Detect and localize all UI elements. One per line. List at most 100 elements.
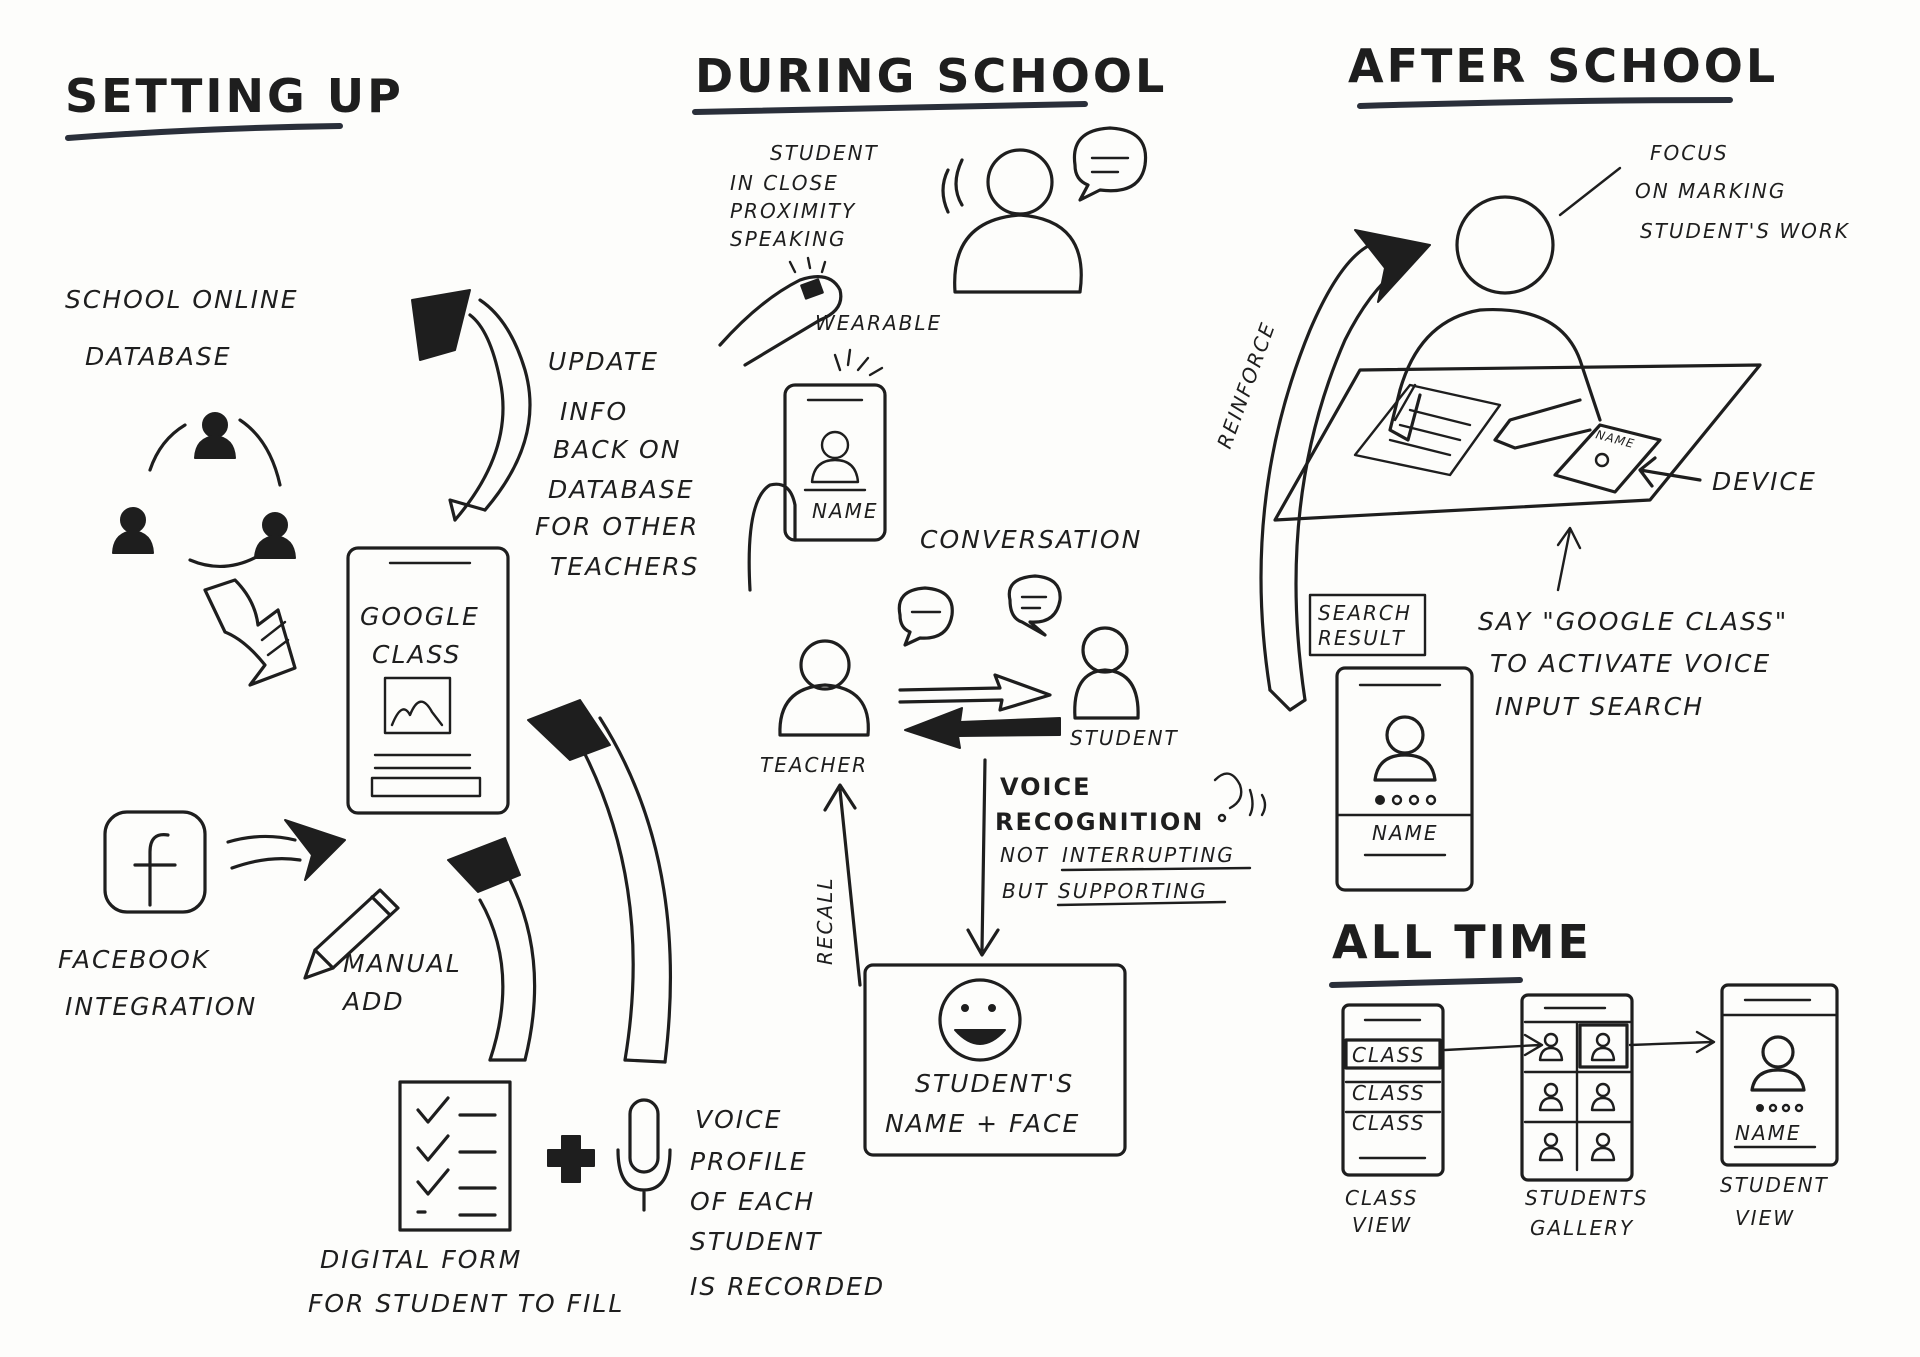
- teacher-at-desk-icon: [1388, 195, 1602, 450]
- class-item-1: CLASS: [1352, 1043, 1425, 1067]
- focus-line-1: FOCUS: [1650, 141, 1729, 165]
- form-label-1: DIGITAL FORM: [320, 1245, 522, 1274]
- not-interrupting-line: NOT INTERRUPTING: [1000, 843, 1252, 872]
- voice-line-1: VOICE: [695, 1105, 782, 1134]
- student-view-name-label: NAME: [1735, 1121, 1802, 1145]
- update-line-2: INFO: [560, 397, 628, 426]
- recall-label: RECALL: [813, 877, 837, 965]
- proximity-line-2: IN CLOSE: [730, 171, 839, 195]
- focus-text: FOCUS ON MARKING STUDENT'S WORK: [1635, 141, 1850, 243]
- update-info-text: UPDATE INFO BACK ON DATABASE FOR OTHER T…: [535, 347, 699, 581]
- gallery-person-icon: [1538, 1032, 1616, 1162]
- thought-bubble-icon: [1213, 772, 1267, 823]
- class-view-phone: CLASS CLASS CLASS: [1341, 1003, 1445, 1177]
- say-google-class-text: SAY "GOOGLE CLASS" TO ACTIVATE VOICE INP…: [1478, 607, 1788, 721]
- voice-arrow-icon: [527, 699, 672, 1064]
- plus-icon: [547, 1135, 595, 1183]
- interrupting-label: INTERRUPTING: [1062, 843, 1235, 867]
- update-line-6: TEACHERS: [550, 552, 699, 581]
- recall-arrow-icon: [823, 783, 862, 987]
- handheld-name-label: NAME: [812, 499, 879, 523]
- student-speech-bubble-icon: [1007, 574, 1062, 637]
- arrow-icon: [203, 578, 297, 687]
- phone-class-label: CLASS: [372, 640, 461, 669]
- form-label-2: FOR STUDENT TO FILL: [308, 1289, 624, 1318]
- conversation-label: CONVERSATION: [920, 525, 1142, 554]
- database-label-2: DATABASE: [85, 342, 232, 371]
- device-pointer-icon: [1638, 456, 1702, 488]
- class-to-gallery-arrow-icon: [1443, 1033, 1544, 1057]
- say-line-3: INPUT SEARCH: [1495, 692, 1704, 721]
- speech-bubble-icon: [1072, 126, 1148, 202]
- handheld-phone: NAME: [747, 348, 887, 592]
- people-group-icon: [112, 412, 296, 569]
- focus-pointer-icon: [1558, 166, 1622, 217]
- voice-recognition-label-1: VOICE: [1000, 773, 1092, 801]
- form-arrow-icon: [447, 837, 537, 1062]
- supporting-label: SUPPORTING: [1058, 879, 1208, 903]
- student-view-label-1: STUDENT: [1720, 1173, 1829, 1197]
- voice-line-4: STUDENT: [690, 1227, 822, 1256]
- microphone-icon: [616, 1098, 672, 1212]
- voice-line-3: OF EACH: [690, 1187, 815, 1216]
- update-line-4: DATABASE: [548, 475, 695, 504]
- during-school-title: DURING SCHOOL: [695, 49, 1167, 103]
- student-label: STUDENT: [1070, 726, 1179, 750]
- voice-up-arrow-icon: [1556, 526, 1582, 592]
- speaking-student-icon: [941, 148, 1083, 294]
- all-time-title: ALL TIME: [1332, 915, 1592, 969]
- desk-surface: [1273, 363, 1762, 522]
- exchange-arrows-icon: [898, 673, 1061, 749]
- proximity-line-4: SPEAKING: [730, 227, 847, 251]
- class-item-2: CLASS: [1352, 1081, 1425, 1105]
- facebook-label-1: FACEBOOK: [58, 945, 211, 974]
- update-line-3: BACK ON: [553, 435, 681, 464]
- class-view-label-1: CLASS: [1345, 1186, 1418, 1210]
- class-view-label-2: VIEW: [1352, 1213, 1412, 1237]
- facebook-label-2: INTEGRATION: [65, 992, 257, 1021]
- heading-all-time: ALL TIME: [1329, 915, 1592, 988]
- proximity-text: STUDENT IN CLOSE PROXIMITY SPEAKING: [730, 141, 879, 251]
- say-line-1: SAY "GOOGLE CLASS": [1478, 607, 1788, 636]
- reinforce-arrow-icon: [1259, 229, 1431, 712]
- manual-label-1: MANUAL: [343, 949, 462, 978]
- wearable-icon: [718, 256, 843, 367]
- phone-google-label: GOOGLE: [360, 602, 480, 631]
- proximity-line-3: PROXIMITY: [730, 199, 856, 223]
- but-label: BUT: [1002, 879, 1049, 903]
- voice-line-2: PROFILE: [690, 1147, 808, 1176]
- database-label-1: SCHOOL ONLINE: [65, 285, 299, 314]
- google-class-phone: GOOGLE CLASS: [346, 546, 510, 815]
- wearable-label: WEARABLE: [815, 311, 942, 335]
- student-icon: [1073, 626, 1140, 720]
- student-view-phone: NAME: [1720, 983, 1839, 1167]
- teacher-speech-bubble-icon: [897, 586, 954, 647]
- search-result-phone: NAME: [1335, 666, 1474, 892]
- update-line-5: FOR OTHER: [535, 512, 699, 541]
- say-line-2: TO ACTIVATE VOICE: [1490, 649, 1771, 678]
- after-school-title: AFTER SCHOOL: [1348, 39, 1778, 93]
- face-card-label-2: NAME + FACE: [885, 1109, 1080, 1138]
- search-label-2: RESULT: [1318, 626, 1406, 650]
- student-face-card: STUDENT'S NAME + FACE: [863, 963, 1127, 1157]
- search-label-1: SEARCH: [1318, 601, 1412, 625]
- voice-profile-text: VOICE PROFILE OF EACH STUDENT IS RECORDE…: [690, 1105, 885, 1301]
- student-view-label-2: VIEW: [1735, 1206, 1795, 1230]
- focus-line-3: STUDENT'S WORK: [1640, 219, 1850, 243]
- checklist-icon: [398, 1080, 512, 1232]
- pencil-icon: [303, 888, 400, 980]
- recognition-down-arrow-icon: [966, 758, 1000, 957]
- heading-setting-up: SETTING UP: [65, 69, 404, 141]
- proximity-line-1: STUDENT: [770, 141, 879, 165]
- voice-line-5: IS RECORDED: [690, 1272, 885, 1301]
- voice-recognition-label-2: RECOGNITION: [995, 808, 1204, 836]
- manual-label-2: ADD: [341, 987, 405, 1016]
- teacher-label: TEACHER: [760, 753, 868, 777]
- update-arrow-icon: [411, 289, 532, 522]
- heading-after-school: AFTER SCHOOL: [1348, 39, 1778, 109]
- paper-sheet-icon: [1353, 383, 1502, 477]
- class-item-selected: [1344, 1038, 1442, 1070]
- but-supporting-line: BUT SUPPORTING: [1002, 879, 1227, 907]
- setting-up-title: SETTING UP: [65, 69, 404, 123]
- gallery-label-2: GALLERY: [1530, 1216, 1634, 1240]
